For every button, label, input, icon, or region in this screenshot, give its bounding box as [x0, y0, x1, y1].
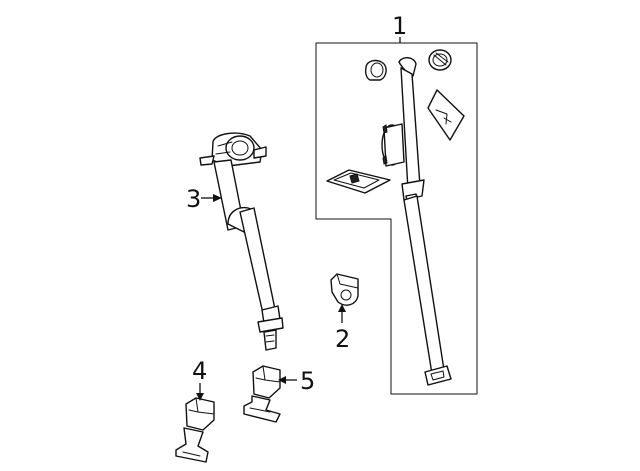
assembly-1-frame — [315, 42, 478, 395]
callout-number-5: 5 — [300, 367, 315, 395]
callout-2: 2 — [335, 304, 350, 353]
callout-number-2: 2 — [335, 325, 350, 353]
callout-number-4: 4 — [192, 357, 207, 385]
retractor-spool — [381, 123, 405, 167]
callout-number-1: 1 — [392, 12, 407, 40]
buckle-part-4[interactable] — [175, 397, 215, 463]
assembly-3-belt[interactable] — [199, 132, 284, 351]
grommet-part — [428, 49, 452, 71]
bracket-part-2[interactable] — [330, 273, 359, 306]
buckle-part-5[interactable] — [243, 365, 281, 423]
callout-3: 3 — [186, 185, 222, 213]
callout-5: 5 — [278, 367, 315, 395]
label-tag-part — [427, 89, 465, 141]
trim-panel-part — [326, 169, 391, 194]
callout-4: 4 — [192, 357, 207, 401]
callout-1: 1 — [392, 12, 407, 43]
assembly-1-belt[interactable] — [326, 49, 465, 386]
plug-cap-part — [364, 59, 387, 81]
callout-number-3: 3 — [186, 185, 201, 213]
